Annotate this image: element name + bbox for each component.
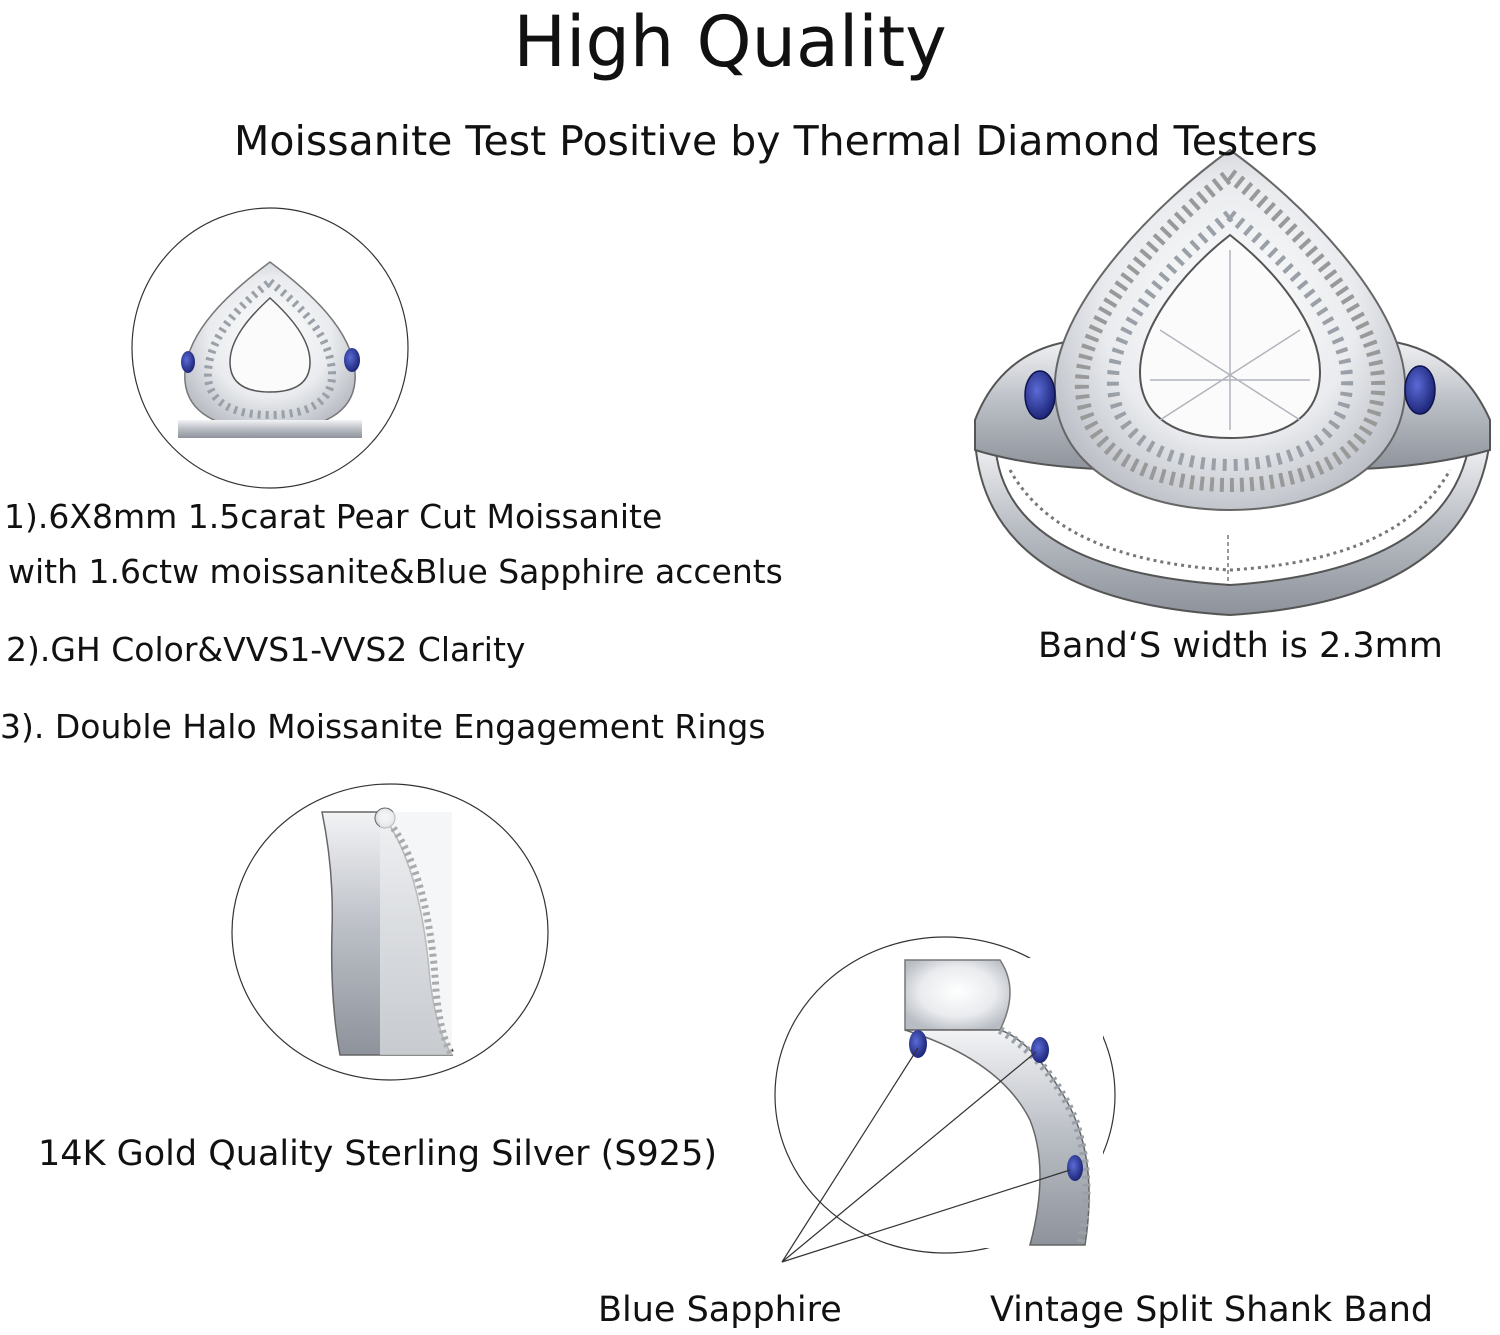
metal-caption: 14K Gold Quality Sterling Silver (S925) (38, 1134, 717, 1174)
blue-sapphire-caption: Blue Sapphire (598, 1290, 842, 1330)
spec-line-1a: 1).6X8mm 1.5carat Pear Cut Moissanite (4, 497, 663, 536)
band-width-caption: Band‘S width is 2.3mm (1038, 626, 1443, 666)
pear-halo-ring-icon (973, 148, 1492, 617)
spec-line-3: 3). Double Halo Moissanite Engagement Ri… (0, 707, 766, 746)
shank-caption: Vintage Split Shank Band (990, 1290, 1434, 1330)
ring-top-detail-icon (131, 207, 409, 489)
ring-side-detail-icon (774, 936, 1116, 1254)
spec-line-1b: with 1.6ctw moissanite&Blue Sapphire acc… (8, 552, 783, 591)
sapphire-pointer-lines (781, 1047, 1071, 1263)
page-subtitle: Moissanite Test Positive by Thermal Diam… (234, 117, 1318, 165)
ring-band-detail-icon (231, 783, 549, 1081)
page-title: High Quality (513, 1, 947, 83)
spec-line-2: 2).GH Color&VVS1-VVS2 Clarity (6, 630, 526, 669)
